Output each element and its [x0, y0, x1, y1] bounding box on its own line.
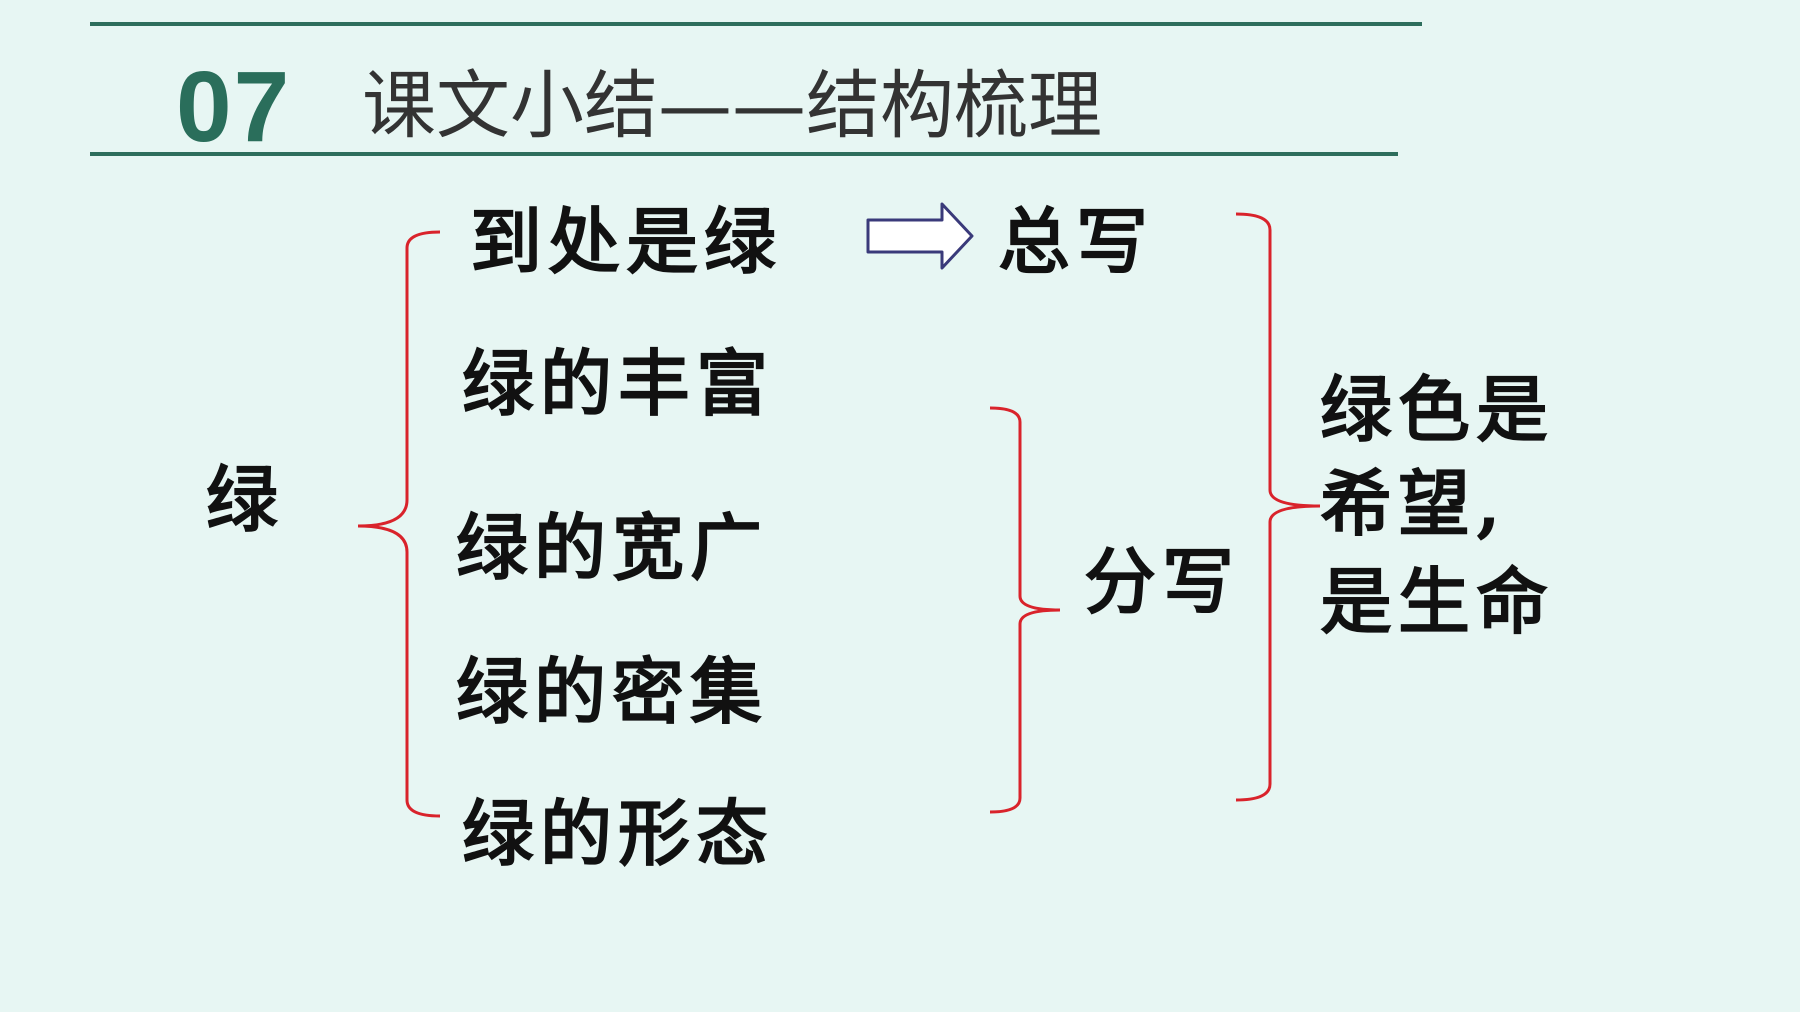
left-bracket: [357, 230, 441, 818]
detail-bracket: [989, 406, 1061, 814]
detail-label: 分写: [1084, 539, 1241, 624]
item-density: 绿的密集: [456, 649, 769, 734]
conclusion-line-3: 是生命: [1320, 559, 1555, 644]
summary-label: 总写: [998, 199, 1155, 284]
header-bottom-rule: [90, 152, 1398, 156]
conclusion-line-1: 绿色是: [1320, 367, 1555, 452]
item-richness: 绿的丰富: [462, 341, 775, 426]
section-number: 07: [176, 51, 292, 163]
conclusion-bracket: [1235, 212, 1321, 802]
root-node: 绿: [206, 457, 285, 542]
header-top-rule: [90, 22, 1422, 26]
item-form: 绿的形态: [462, 791, 775, 876]
item-breadth: 绿的宽广: [456, 505, 769, 590]
arrow-right-icon: [866, 202, 974, 270]
item-everywhere-green: 到处是绿: [470, 199, 783, 284]
page-title: 课文小结——结构梳理: [362, 63, 1102, 149]
conclusion-line-2: 希望,: [1320, 461, 1508, 546]
